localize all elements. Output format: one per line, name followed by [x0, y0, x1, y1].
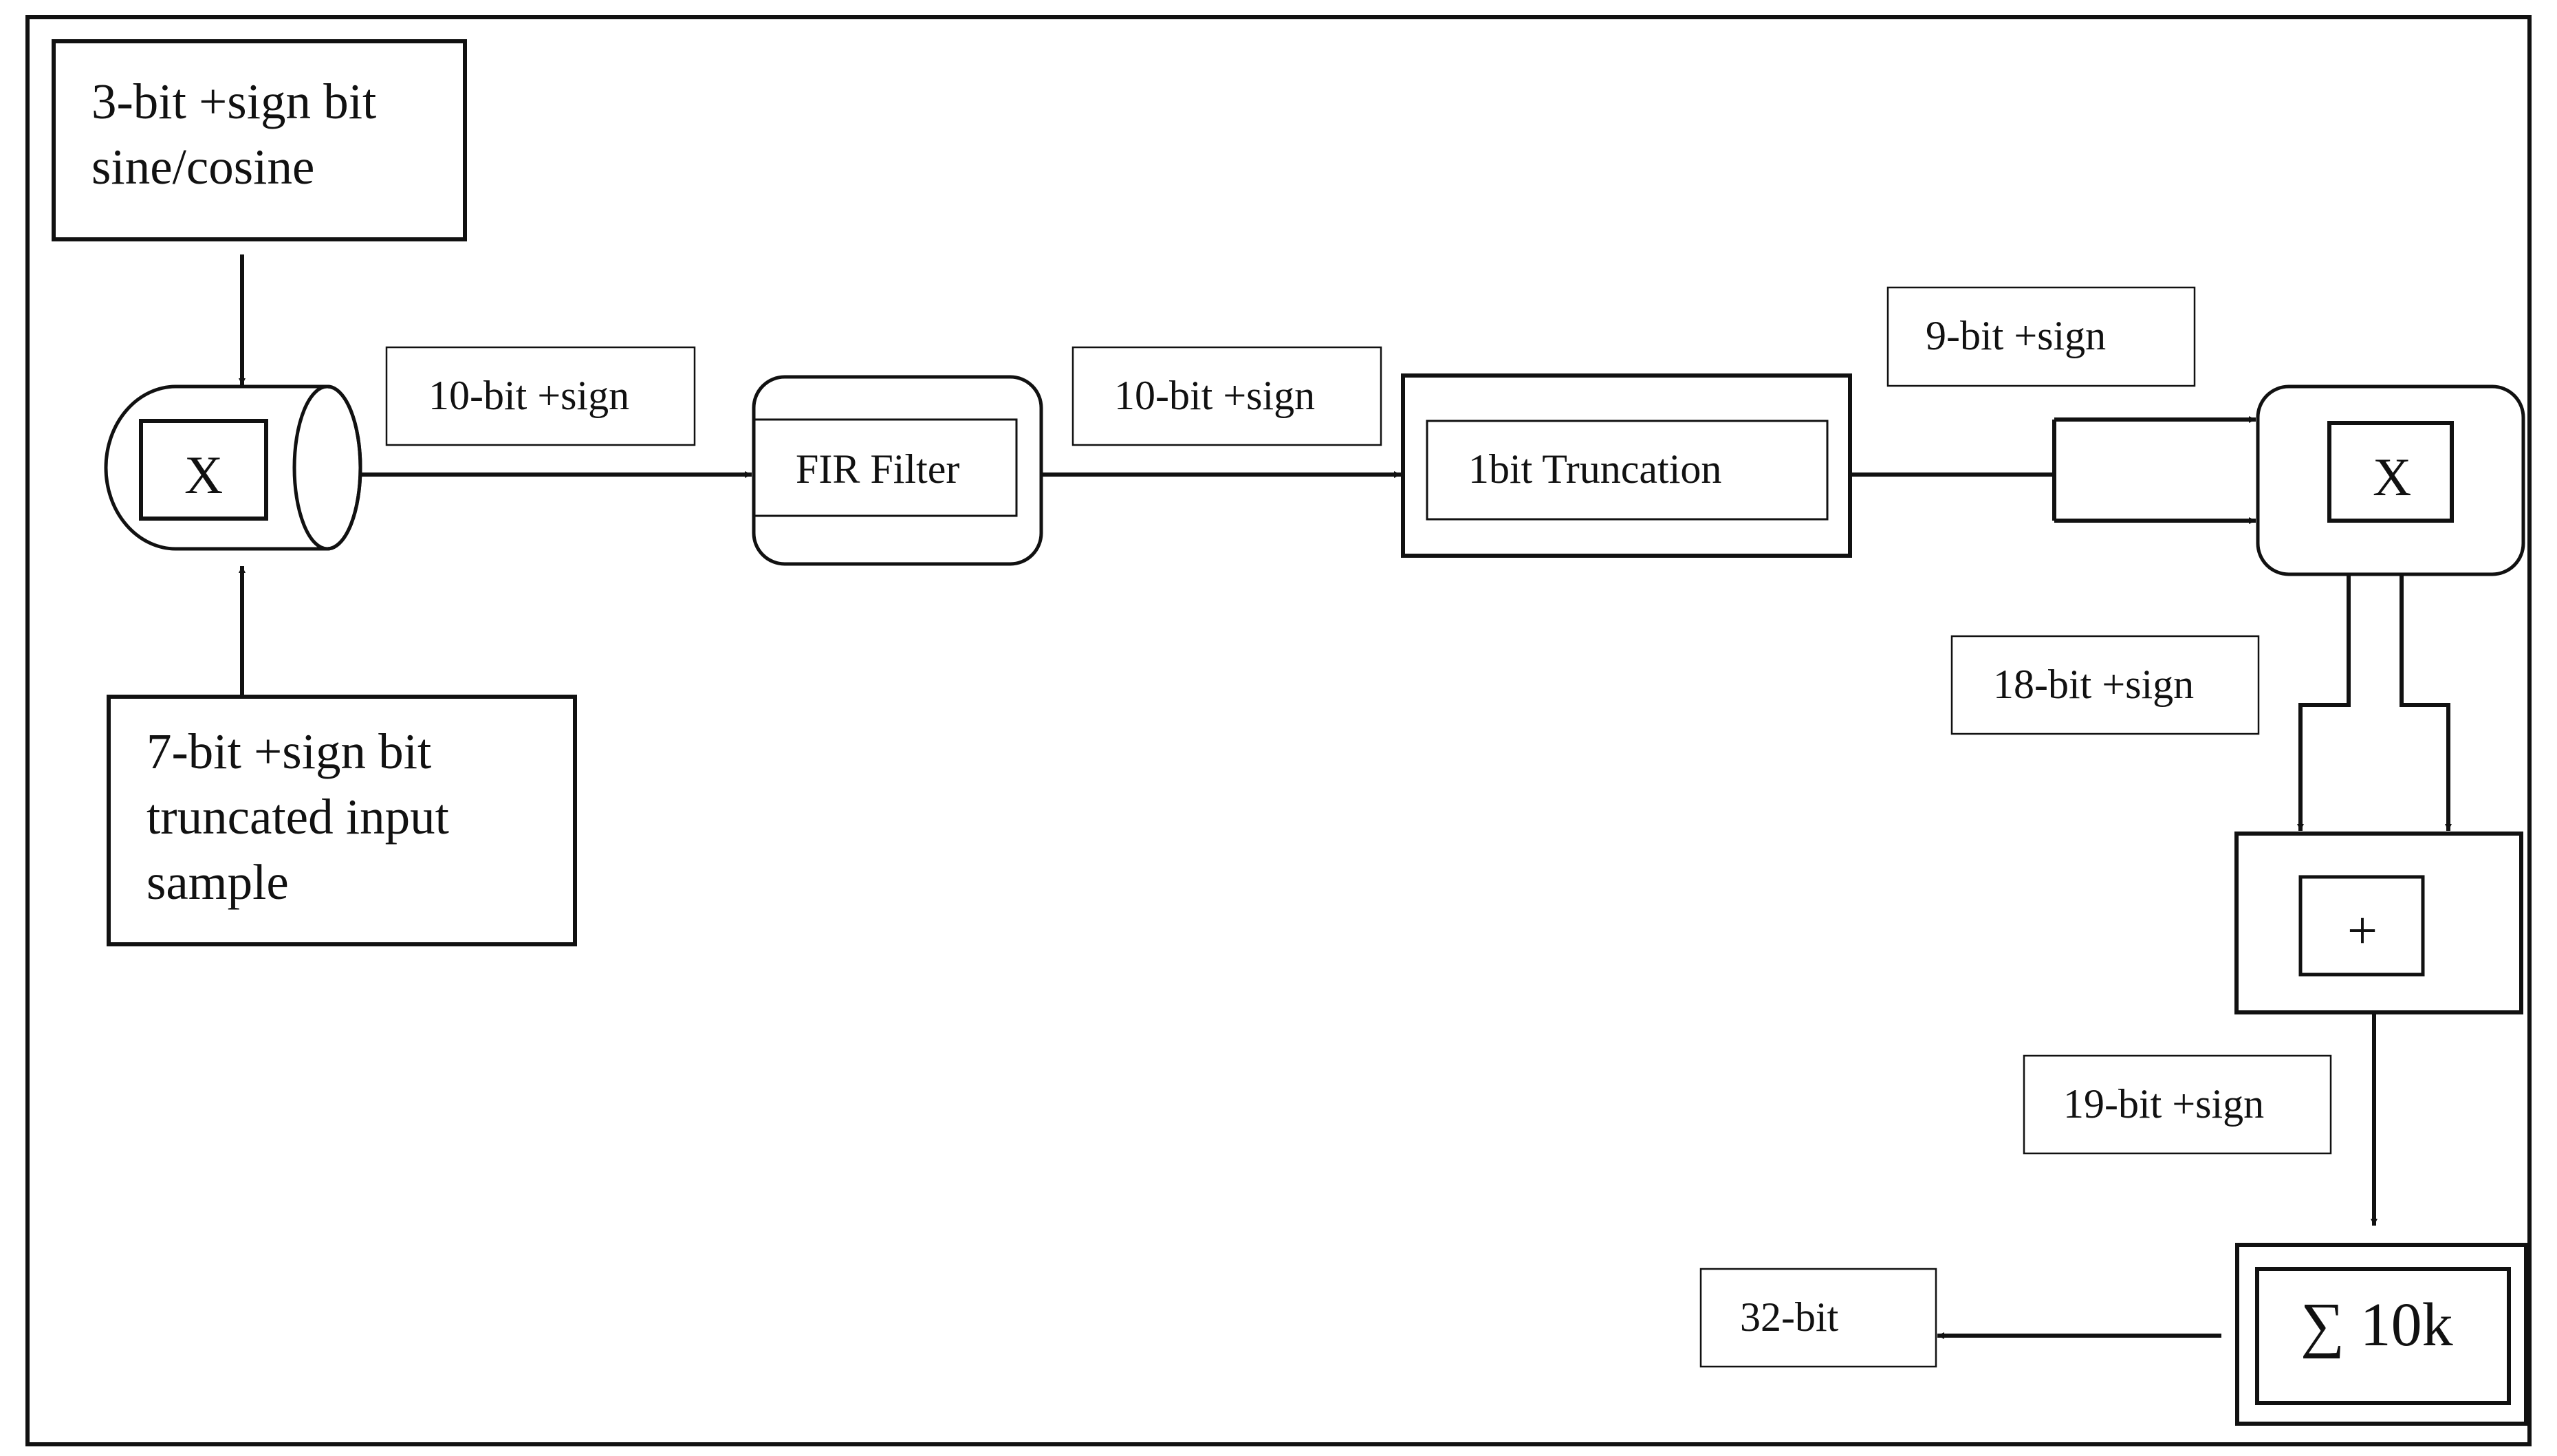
bit-label-mixer-to-fir: 10-bit +sign — [428, 373, 630, 418]
sine-cosine-line-2: sine/cosine — [91, 139, 315, 195]
truncation-label: 1bit Truncation — [1468, 446, 1722, 492]
mixer-cylinder — [104, 384, 362, 551]
truncation-inner — [1426, 420, 1829, 521]
mixer-symbol: X — [184, 445, 224, 505]
multiplier-symbol: X — [2373, 447, 2412, 507]
adder-symbol: + — [2347, 900, 2378, 960]
arrow-multiplier-to-adder-right — [2400, 574, 2452, 831]
bit-label-adder-to-accumulator: 19-bit +sign — [2063, 1081, 2265, 1127]
fir-filter-label: FIR Filter — [796, 446, 960, 492]
sine-cosine-label: 3-bit +sign bit sine/cosine — [91, 69, 376, 199]
sine-cosine-box — [52, 39, 467, 241]
accumulator-inner — [2255, 1267, 2511, 1405]
bit-label-fir-to-truncation: 10-bit +sign — [1114, 373, 1316, 418]
input-sample-box — [107, 695, 577, 946]
bit-label-output: 32-bit — [1740, 1294, 1839, 1340]
adder-inner — [2298, 875, 2425, 977]
adder-outer — [2234, 832, 2523, 1014]
accumulator-symbol: ∑ 10k — [2300, 1291, 2453, 1359]
sine-cosine-line-1: 3-bit +sign bit — [91, 74, 377, 129]
bit-label-box-6 — [1699, 1268, 1937, 1368]
input-sample-line-1: 7-bit +sign bit — [146, 724, 432, 779]
truncation-outer — [1401, 373, 1852, 558]
outer-frame — [25, 15, 2532, 1446]
accumulator-outer — [2235, 1243, 2528, 1426]
multiplier-outer — [2256, 384, 2525, 576]
bit-label-box-1 — [385, 346, 696, 446]
input-sample-line-2: truncated input — [146, 789, 449, 845]
bit-label-box-3 — [1886, 286, 2196, 387]
bit-label-box-5 — [2023, 1054, 2332, 1155]
bit-label-multiplier-to-adder: 18-bit +sign — [1993, 662, 2195, 707]
arrow-multiplier-to-adder-left — [2297, 574, 2351, 831]
input-sample-label: 7-bit +sign bit truncated input sample — [146, 719, 449, 915]
fir-filter-inner — [752, 418, 1018, 517]
input-sample-line-3: sample — [146, 854, 289, 910]
bit-label-box-4 — [1950, 635, 2260, 735]
multiplier-inner — [2327, 421, 2454, 523]
bit-label-truncation-to-multiplier: 9-bit +sign — [1926, 313, 2107, 358]
bit-label-box-2 — [1071, 346, 1382, 446]
mixer-inner-box — [139, 419, 268, 521]
